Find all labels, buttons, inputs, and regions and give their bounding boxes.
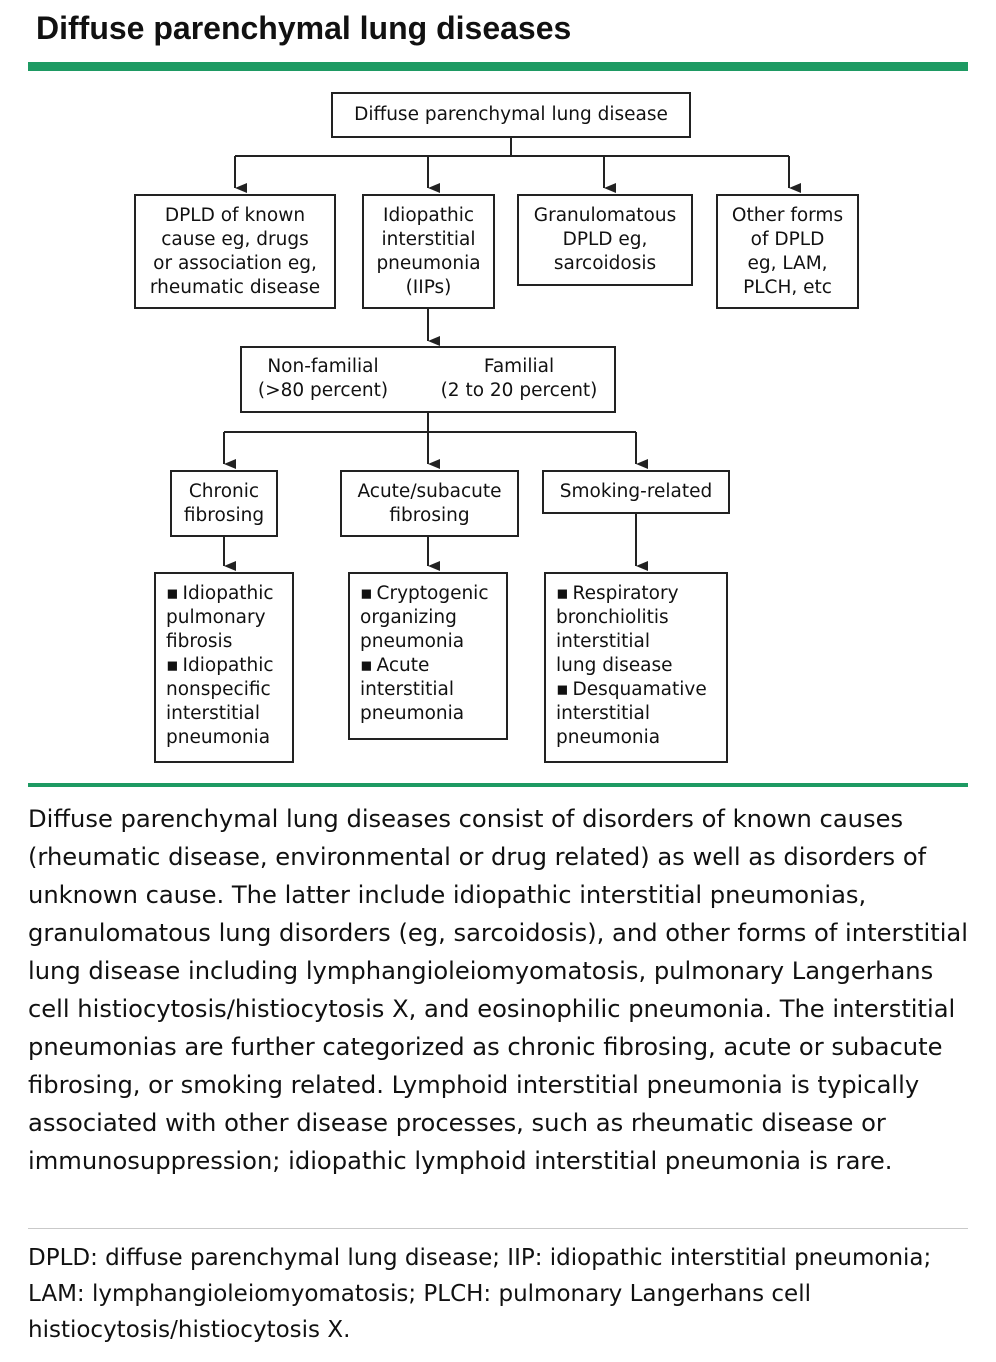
box-line: PLCH, etc xyxy=(743,276,832,298)
list-item: pulmonary xyxy=(166,607,266,628)
box-line: pneumonia xyxy=(376,252,481,274)
box-line: Granulomatous xyxy=(533,205,677,226)
list-item: bronchiolitis xyxy=(556,607,669,628)
acute-subacute-box: Acute/subacute fibrosing xyxy=(340,470,519,537)
familial-percent: (2 to 20 percent) xyxy=(440,380,598,401)
familial-group: Familial (2 to 20 percent) xyxy=(424,355,614,403)
list-item: interstitial xyxy=(556,703,651,724)
list-item: organizing xyxy=(360,607,457,628)
root-box: Diffuse parenchymal lung disease xyxy=(331,92,691,138)
list-item: interstitial xyxy=(166,703,261,724)
dpld-known-cause-box: DPLD of known cause eg, drugs or associa… xyxy=(134,194,336,309)
granulomatous-box: Granulomatous DPLD eg, sarcoidosis xyxy=(517,194,693,286)
root-label: Diffuse parenchymal lung disease xyxy=(354,104,668,125)
smoking-related-box: Smoking-related xyxy=(542,470,730,514)
abbreviations-note: DPLD: diffuse parenchymal lung disease; … xyxy=(28,1245,932,1343)
list-item: nonspecific xyxy=(166,679,271,700)
list-item: interstitial xyxy=(556,631,651,652)
box-line: (IIPs) xyxy=(405,276,452,298)
list-item: Cryptogenic xyxy=(360,582,496,606)
list-item: pneumonia xyxy=(166,727,271,748)
box-line: Idiopathic xyxy=(382,204,475,226)
title-rule xyxy=(28,62,968,71)
figure-rule xyxy=(28,783,968,787)
other-forms-box: Other forms of DPLD eg, LAM, PLCH, etc xyxy=(716,194,859,309)
divider xyxy=(28,1228,968,1229)
list-item: interstitial xyxy=(360,679,455,700)
figure-caption: Diffuse parenchymal lung diseases consis… xyxy=(28,805,968,1175)
list-item: Acute xyxy=(360,654,496,678)
nonfamilial-label: Non-familial xyxy=(267,356,379,377)
list-item: Desquamative xyxy=(556,678,716,702)
iip-box: Idiopathic interstitial pneumonia (IIPs) xyxy=(362,194,495,309)
nonfamilial-percent: (>80 percent) xyxy=(257,380,389,401)
box-line: of DPLD xyxy=(750,228,825,250)
familial-box: Non-familial (>80 percent) Familial (2 t… xyxy=(240,346,616,413)
box-line: Acute/subacute xyxy=(357,480,502,502)
box-line: rheumatic disease xyxy=(149,276,321,298)
list-item: pneumonia xyxy=(360,631,465,652)
list-item: lung disease xyxy=(556,655,673,676)
box-line: Smoking-related xyxy=(559,481,713,502)
acute-subacute-list: Cryptogenic organizing pneumonia Acute i… xyxy=(348,572,508,740)
chronic-fibrosing-box: Chronic fibrosing xyxy=(170,470,278,537)
box-line: sarcoidosis xyxy=(553,253,657,274)
box-line: Chronic xyxy=(188,480,260,502)
box-line: or association eg, xyxy=(153,252,317,274)
page-title: Diffuse parenchymal lung diseases xyxy=(36,10,572,46)
list-item: Idiopathic xyxy=(166,654,282,678)
box-line: DPLD of known xyxy=(164,204,306,226)
chronic-fibrosing-list: Idiopathic pulmonary fibrosis Idiopathic… xyxy=(154,572,294,763)
box-line: fibrosing xyxy=(183,504,265,526)
familial-label: Familial xyxy=(483,356,555,377)
box-line: eg, LAM, xyxy=(747,252,828,274)
box-line: interstitial xyxy=(381,228,476,250)
box-line: DPLD eg, xyxy=(562,229,648,250)
nonfamilial-group: Non-familial (>80 percent) xyxy=(248,355,398,403)
diagram-connectors xyxy=(223,138,801,571)
box-line: fibrosing xyxy=(389,504,470,526)
list-item: fibrosis xyxy=(166,631,233,652)
box-line: cause eg, drugs xyxy=(161,228,309,250)
box-line: Other forms xyxy=(731,204,844,226)
list-item: pneumonia xyxy=(556,727,661,748)
list-item: pneumonia xyxy=(360,703,465,724)
smoking-related-list: Respiratory bronchiolitis interstitial l… xyxy=(544,572,728,763)
list-item: Respiratory xyxy=(556,582,716,606)
list-item: Idiopathic xyxy=(166,582,282,606)
